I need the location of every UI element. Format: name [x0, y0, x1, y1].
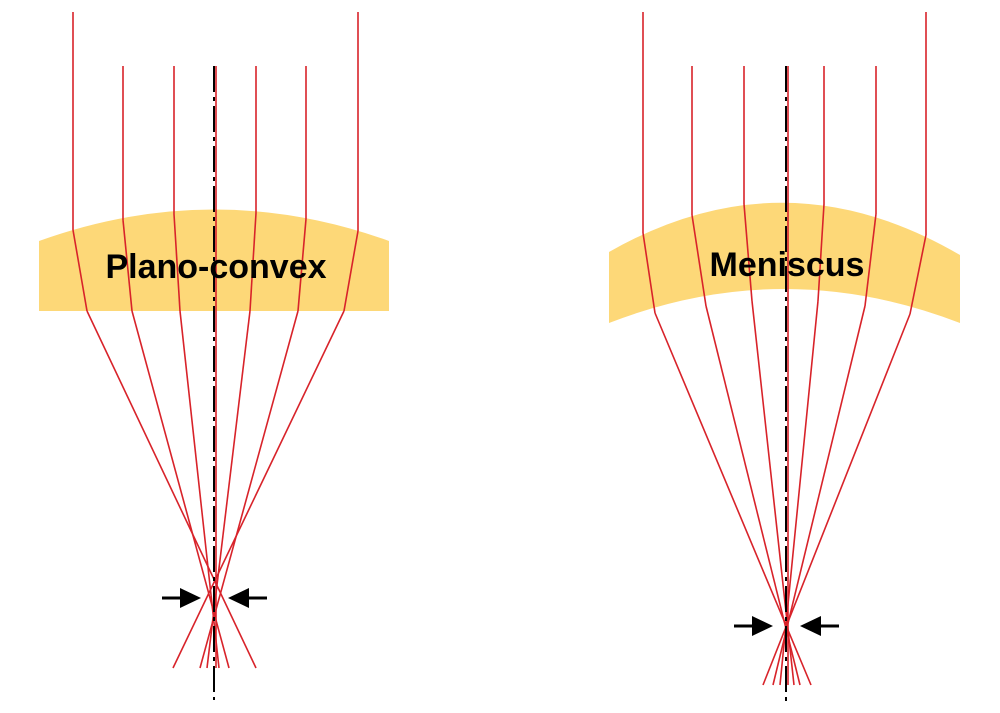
lens-label: Plano-convex — [105, 248, 326, 286]
refracted-ray — [705, 305, 801, 686]
refracted-ray — [249, 212, 257, 312]
refracted-ray — [179, 310, 220, 669]
meniscus-lens — [609, 202, 960, 323]
refracted-ray — [172, 310, 345, 669]
meniscus-panel: Meniscus — [609, 12, 960, 706]
arrow-right-icon-head — [752, 616, 773, 636]
spot-size-indicator — [162, 588, 267, 608]
refracted-ray — [817, 203, 825, 302]
meniscus-refracted-rays — [642, 66, 927, 686]
lens-label: Meniscus — [710, 246, 865, 284]
refracted-ray — [743, 203, 753, 302]
refracted-ray — [173, 213, 181, 312]
refracted-ray — [909, 234, 927, 315]
arrow-left-icon-head — [800, 616, 821, 636]
refracted-ray — [297, 218, 307, 312]
plano-convex-panel: Plano-convex — [39, 12, 389, 700]
refracted-ray — [642, 232, 656, 314]
refracted-ray — [86, 310, 257, 669]
arrow-right-icon-head — [180, 588, 201, 608]
refracted-ray — [72, 229, 88, 312]
meniscus-incident-rays — [642, 12, 927, 235]
refracted-ray — [343, 230, 359, 312]
refracted-ray — [864, 213, 877, 307]
plano-convex-incident-rays — [72, 12, 359, 231]
arrow-left-icon-head — [228, 588, 249, 608]
spot-size-indicator — [734, 616, 839, 636]
refracted-ray — [122, 219, 133, 312]
plano-convex-refracted-rays — [72, 66, 359, 669]
refracted-ray — [691, 214, 707, 307]
